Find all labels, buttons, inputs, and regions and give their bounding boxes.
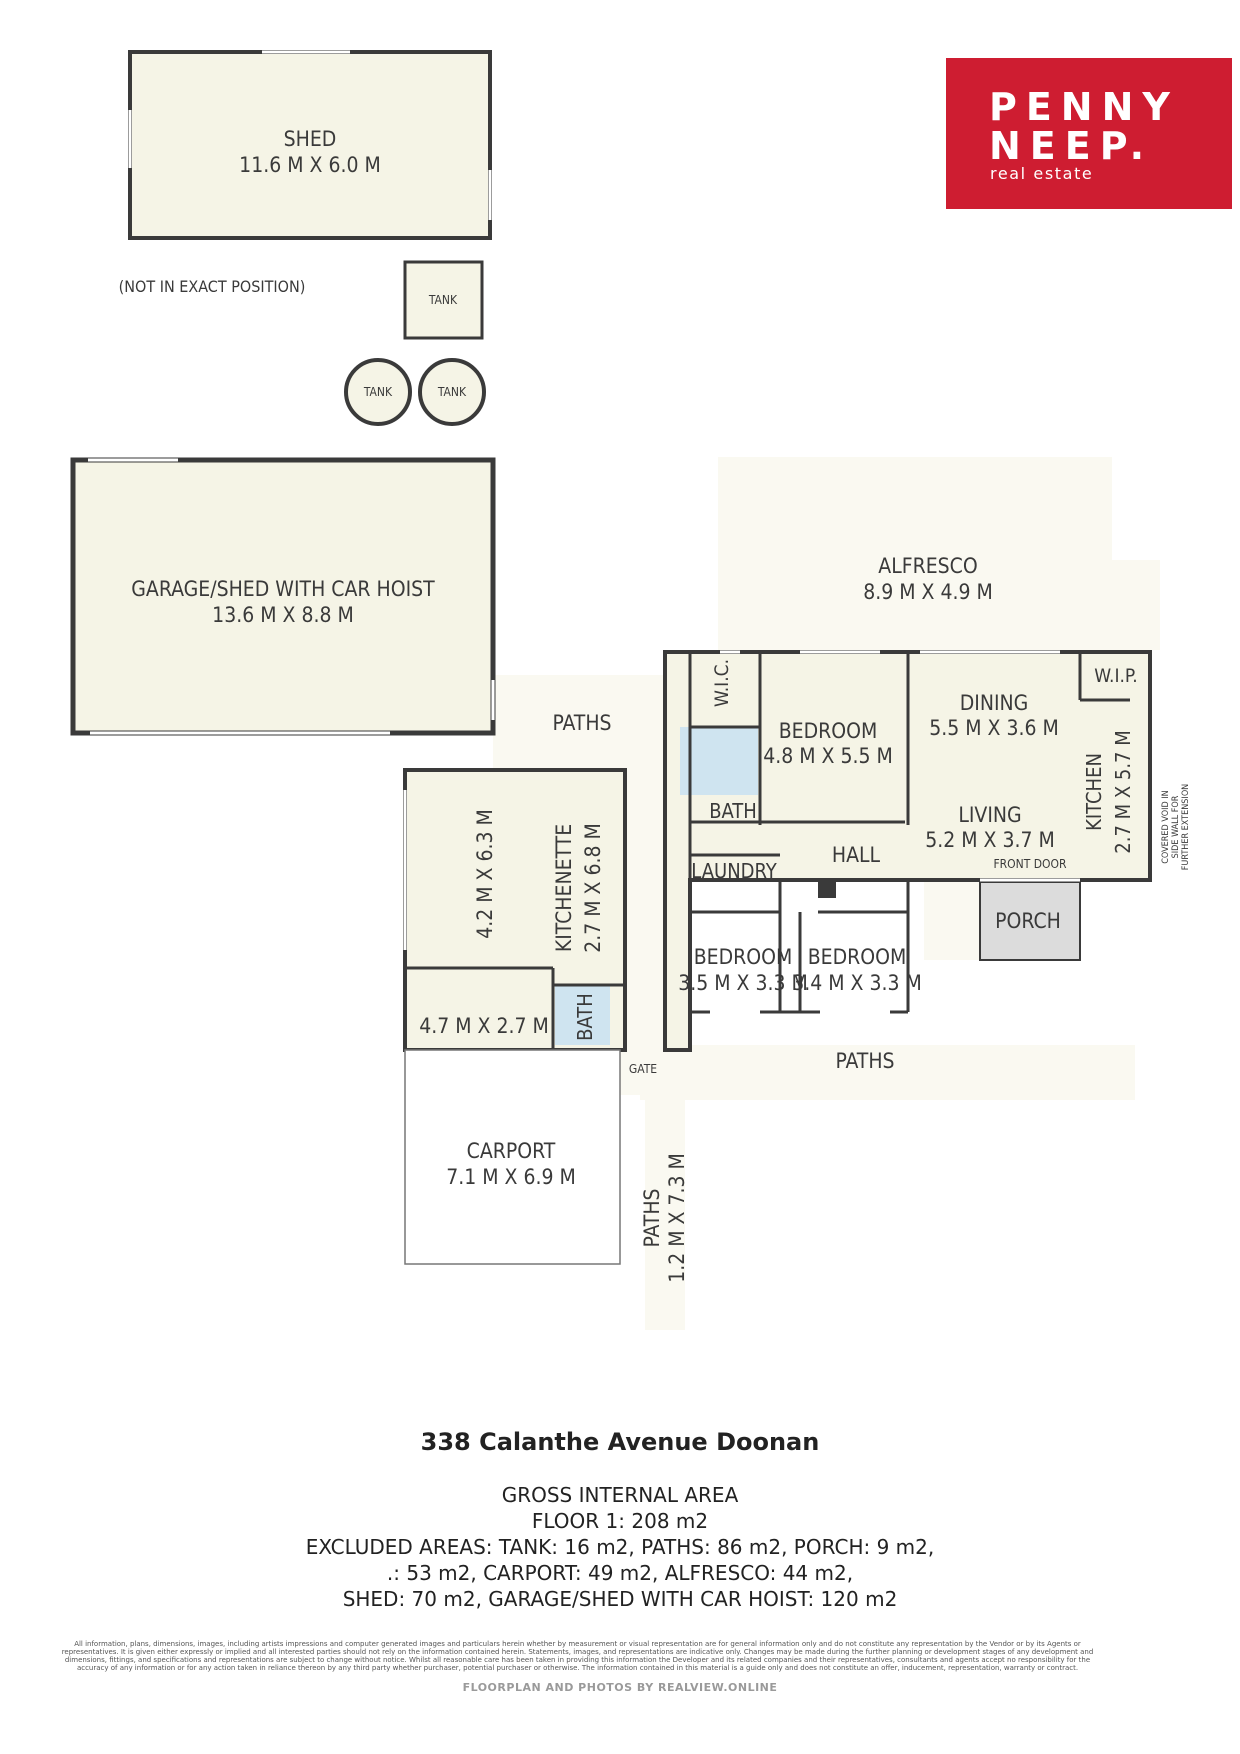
wip-label: W.I.P. <box>1094 665 1137 687</box>
svg-text:FURTHER EXTENSION: FURTHER EXTENSION <box>1181 784 1191 870</box>
dining-dim: 5.5 M X 3.6 M <box>929 716 1059 740</box>
kitchenette-label: KITCHENETTE <box>552 824 576 952</box>
gate-label: GATE <box>629 1062 657 1076</box>
laundry-label: LAUNDRY <box>691 859 777 883</box>
paths-label-2: PATHS <box>835 1049 894 1073</box>
covered-void-note: COVERED VOID IN SIDE WALL FOR FURTHER EX… <box>1161 784 1191 870</box>
rotated-labels: W.I.C. 4.2 M X 6.3 M KITCHENETTE 2.7 M X… <box>473 659 1191 1283</box>
area-line: GROSS INTERNAL AREA <box>501 1483 739 1507</box>
carport <box>404 1049 621 1265</box>
bath-label-1: BATH <box>709 799 757 823</box>
logo-tagline: real estate <box>990 164 1094 183</box>
living-dim: 5.2 M X 3.7 M <box>925 828 1055 852</box>
credit-line: FLOORPLAN AND PHOTOS BY REALVIEW.ONLINE <box>462 1681 778 1694</box>
svg-text:SIDE WALL FOR: SIDE WALL FOR <box>1171 795 1181 858</box>
bedroom-label-main: BEDROOM <box>779 719 878 743</box>
front-door-label: FRONT DOOR <box>993 857 1067 871</box>
area-summary: GROSS INTERNAL AREA FLOOR 1: 208 m2 EXCL… <box>0 1482 1240 1612</box>
logo-line-1: PENNY <box>989 85 1179 129</box>
bedroom-dim-main: 4.8 M X 5.5 M <box>763 744 893 768</box>
bedroom-label-3: BEDROOM <box>808 945 907 969</box>
side-path-label: PATHS <box>640 1188 664 1247</box>
living-label: LIVING <box>958 803 1021 827</box>
svg-text:COVERED VOID IN: COVERED VOID IN <box>1161 790 1171 863</box>
alfresco-label: ALFRESCO <box>878 554 977 578</box>
small-room-dim: 4.7 M X 2.7 M <box>419 1014 549 1038</box>
bath-label-2: BATH <box>573 993 597 1041</box>
tank-label-1: TANK <box>428 293 458 307</box>
dining-label: DINING <box>960 691 1029 715</box>
bedroom-dim-2: 3.5 M X 3.3 M <box>678 971 808 995</box>
alfresco-dim: 8.9 M X 4.9 M <box>863 580 993 604</box>
hall-label: HALL <box>832 843 881 867</box>
room-labels: SHED 11.6 M X 6.0 M (NOT IN EXACT POSITI… <box>119 127 1138 1189</box>
kitchen-dim: 2.7 M X 5.7 M <box>1111 730 1135 853</box>
not-exact-label: (NOT IN EXACT POSITION) <box>119 277 306 296</box>
wic-label: W.I.C. <box>711 659 733 707</box>
floor-plan: SHED 11.6 M X 6.0 M (NOT IN EXACT POSITI… <box>70 50 1191 1330</box>
area-line: .: 53 m2, CARPORT: 49 m2, ALFRESCO: 44 m… <box>386 1561 854 1585</box>
room-a-dim: 4.2 M X 6.3 M <box>473 809 497 939</box>
house <box>403 650 1152 1052</box>
garage <box>70 457 496 736</box>
property-address: 338 Calanthe Avenue Doonan <box>420 1428 820 1456</box>
garage-label: GARAGE/SHED WITH CAR HOIST <box>131 577 435 601</box>
bedroom-label-2: BEDROOM <box>694 945 793 969</box>
shed <box>128 50 492 240</box>
porch-label: PORCH <box>995 909 1061 933</box>
garage-dim: 13.6 M X 8.8 M <box>212 603 354 627</box>
area-line: FLOOR 1: 208 m2 <box>531 1509 709 1533</box>
area-line: SHED: 70 m2, GARAGE/SHED WITH CAR HOIST:… <box>342 1587 898 1611</box>
tank-round-2 <box>418 358 486 426</box>
area-line: EXCLUDED AREAS: TANK: 16 m2, PATHS: 86 m… <box>305 1535 935 1559</box>
carport-dim: 7.1 M X 6.9 M <box>446 1165 576 1189</box>
tank-round-1 <box>344 358 412 426</box>
tank-label-3: TANK <box>437 385 467 399</box>
tank-label-2: TANK <box>363 385 393 399</box>
penny-neep-logo: PENNY NEEP. real estate <box>946 58 1232 209</box>
tank-square <box>403 260 484 340</box>
shed-dim: 11.6 M X 6.0 M <box>239 153 381 177</box>
carport-label: CARPORT <box>467 1139 556 1163</box>
bedroom-dim-3: 3.4 M X 3.3 M <box>792 971 922 995</box>
disclaimer-text: All information, plans, dimensions, imag… <box>61 1640 1094 1672</box>
logo-line-2: NEEP. <box>989 124 1154 168</box>
shed-label: SHED <box>284 127 337 151</box>
paths-label-1: PATHS <box>552 711 611 735</box>
outdoor-areas <box>493 457 1160 1330</box>
kitchen-label: KITCHEN <box>1082 753 1106 831</box>
kitchenette-dim: 2.7 M X 6.8 M <box>581 823 605 953</box>
side-path-dim: 1.2 M X 7.3 M <box>665 1153 689 1283</box>
